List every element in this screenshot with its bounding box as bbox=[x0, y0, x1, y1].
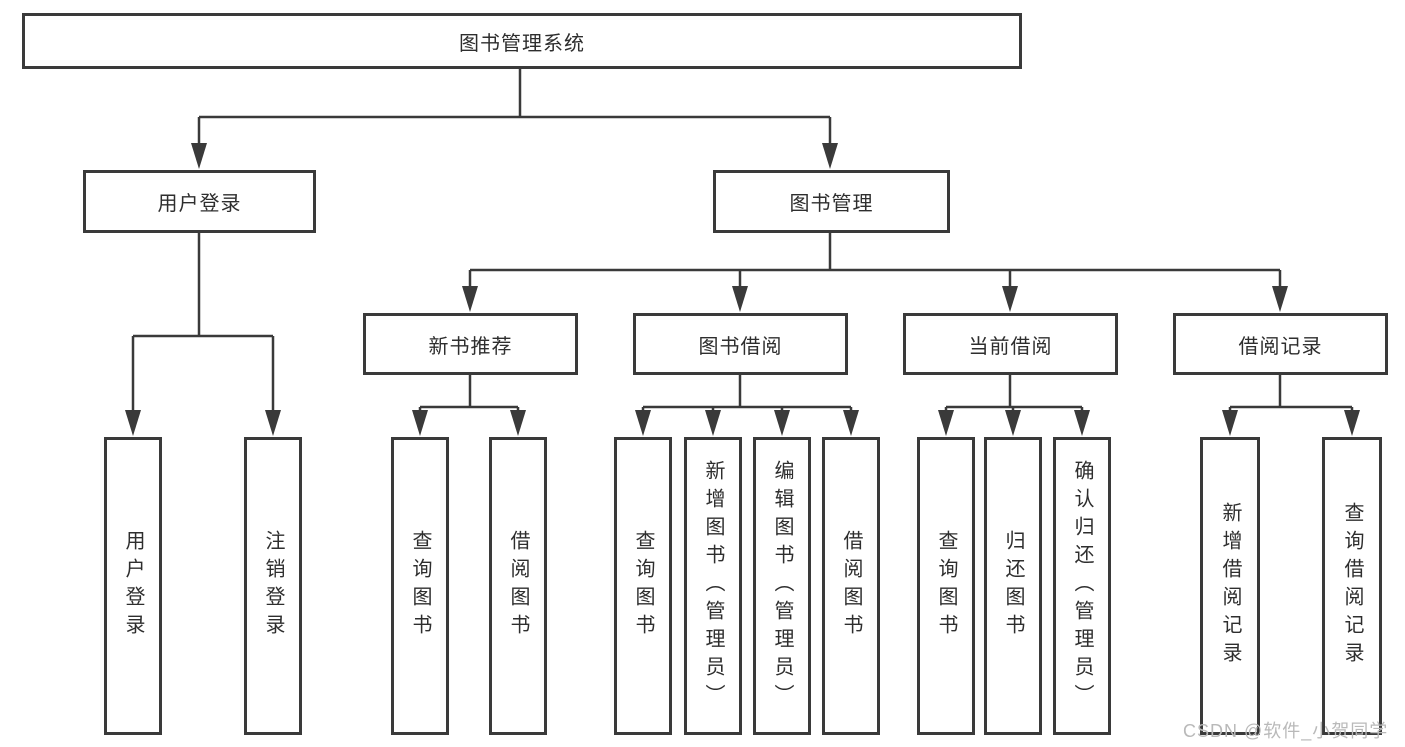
node-label: 查询图书 bbox=[935, 530, 957, 642]
node-book-management: 图书管理 bbox=[713, 170, 950, 233]
leaf-edit-book-admin: 编辑图书（管理员） bbox=[753, 437, 811, 735]
leaf-return-book: 归还图书 bbox=[984, 437, 1042, 735]
node-current-borrowing: 当前借阅 bbox=[903, 313, 1118, 375]
node-label: 用户登录 bbox=[157, 193, 242, 215]
node-book-borrowing: 图书借阅 bbox=[633, 313, 848, 375]
node-label: 图书借阅 bbox=[698, 335, 783, 358]
node-label: 用户登录 bbox=[122, 530, 144, 642]
node-label: 归还图书 bbox=[1002, 530, 1024, 642]
node-book-management-system: 图书管理系统 bbox=[22, 13, 1022, 69]
leaf-logout: 注销登录 bbox=[244, 437, 302, 735]
node-new-book-recommend: 新书推荐 bbox=[363, 313, 578, 375]
node-label: 查询图书 bbox=[409, 530, 431, 642]
leaf-query-books-recommend: 查询图书 bbox=[391, 437, 449, 735]
leaf-add-borrow-record: 新增借阅记录 bbox=[1200, 437, 1260, 735]
node-label: 查询借阅记录 bbox=[1341, 502, 1363, 670]
node-label: 查询图书 bbox=[632, 530, 654, 642]
leaf-confirm-return-admin: 确认归还（管理员） bbox=[1053, 437, 1111, 735]
node-label: 注销登录 bbox=[262, 530, 284, 642]
leaf-query-books-borrowing: 查询图书 bbox=[614, 437, 672, 735]
node-label: 确认归还（管理员） bbox=[1071, 460, 1093, 712]
node-label: 借阅图书 bbox=[840, 530, 862, 642]
node-label: 借阅记录 bbox=[1238, 335, 1323, 358]
node-label: 借阅图书 bbox=[507, 530, 529, 642]
leaf-add-book-admin: 新增图书（管理员） bbox=[684, 437, 742, 735]
node-label: 当前借阅 bbox=[968, 335, 1053, 358]
node-label: 图书管理 bbox=[789, 193, 874, 215]
leaf-borrow-books-recommend: 借阅图书 bbox=[489, 437, 547, 735]
node-label: 新书推荐 bbox=[428, 335, 513, 358]
leaf-query-borrow-record: 查询借阅记录 bbox=[1322, 437, 1382, 735]
leaf-query-books-current: 查询图书 bbox=[917, 437, 975, 735]
node-label: 新增借阅记录 bbox=[1219, 502, 1241, 670]
node-borrowing-records: 借阅记录 bbox=[1173, 313, 1388, 375]
node-label: 新增图书（管理员） bbox=[702, 460, 724, 712]
leaf-borrow-books-borrowing: 借阅图书 bbox=[822, 437, 880, 735]
leaf-user-login: 用户登录 bbox=[104, 437, 162, 735]
node-label: 编辑图书（管理员） bbox=[771, 460, 793, 712]
node-user-login: 用户登录 bbox=[83, 170, 316, 233]
node-label: 图书管理系统 bbox=[459, 32, 585, 55]
watermark: CSDN @软件_小贺同学 bbox=[1183, 721, 1389, 741]
